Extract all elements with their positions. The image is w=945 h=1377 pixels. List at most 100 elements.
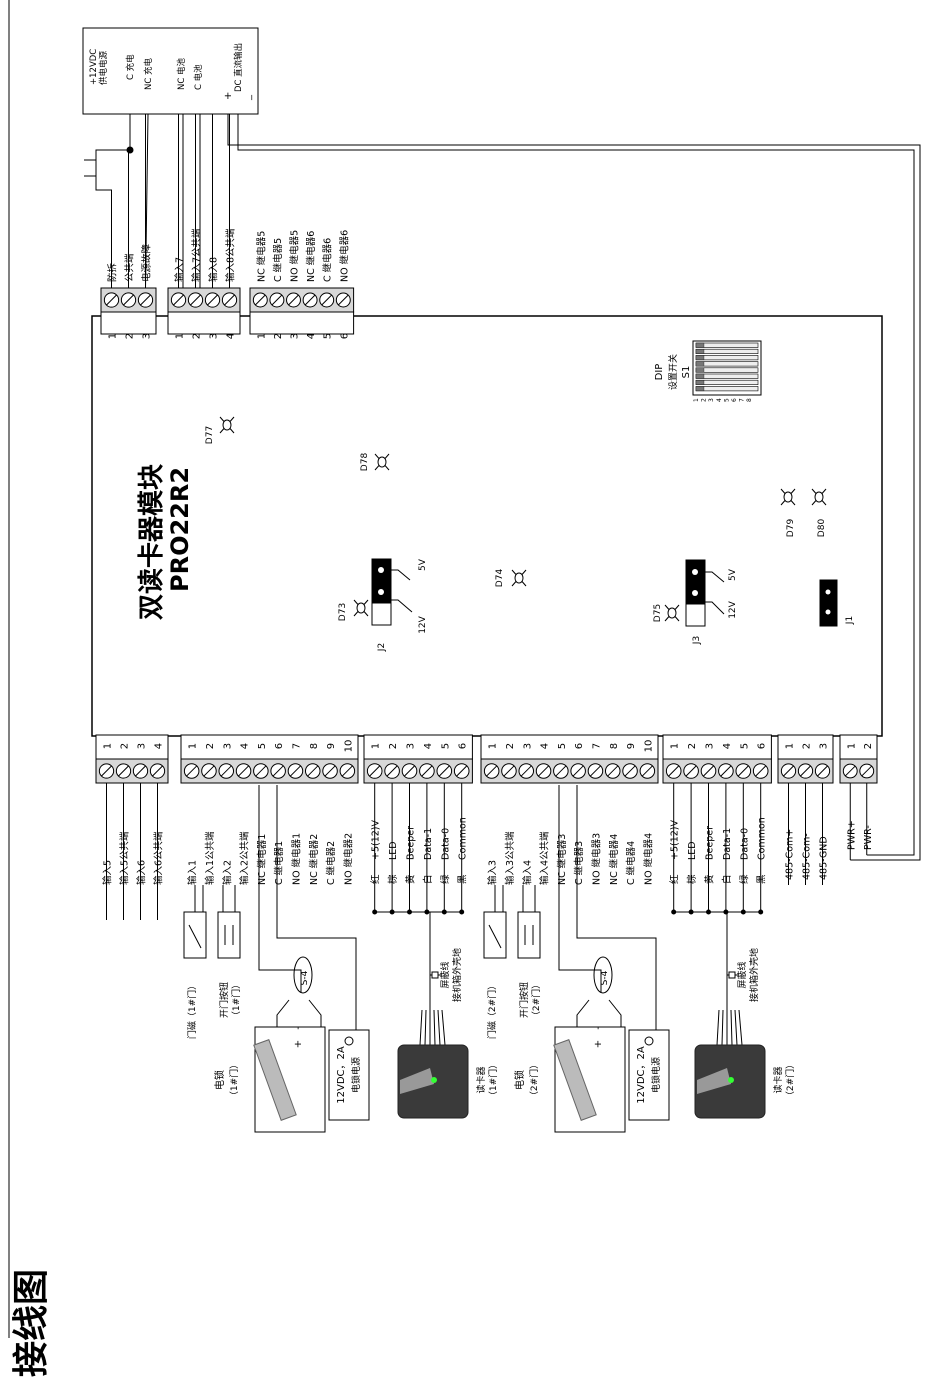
terminal-door2-screw-slot (486, 765, 498, 777)
pin-number: 1 (108, 333, 119, 339)
terminal-label: 输入5公共端 (119, 831, 131, 885)
terminal-label: Data-1 (423, 828, 434, 860)
lock-psu-label: 12VDC，2A (336, 1046, 347, 1104)
terminal-door2-screw-slot (589, 765, 601, 777)
terminal-reader1-screw-slot (369, 765, 381, 777)
lock-wire (308, 999, 322, 1027)
terminal-label: 485-GND (819, 836, 830, 880)
terminal-label: Beeper (705, 826, 716, 860)
lock-wire (576, 999, 590, 1027)
tamper-wire (84, 149, 129, 288)
diode (293, 956, 313, 994)
jumper-j3 (685, 559, 706, 605)
terminal-label: 公共端 (124, 253, 136, 282)
terminal-input56-screw-slot (118, 765, 129, 777)
terminal-input56-screw-slot (152, 765, 163, 777)
pin-number: 2 (120, 743, 131, 749)
psu-terminal (644, 1036, 654, 1046)
terminal-door2-screw-slot (555, 765, 567, 777)
electric-lock-image (253, 1039, 297, 1121)
jumper-j2-pin (371, 602, 392, 626)
pin-number: 2 (802, 743, 813, 749)
terminal-input78-screw-slot (190, 294, 201, 306)
pin-number: 1 (188, 743, 199, 749)
pin-number: 4 (226, 333, 237, 339)
pin-number: 3 (209, 333, 220, 339)
terminal-door2 (480, 734, 659, 784)
terminal-door2-screw-slot (520, 765, 532, 777)
card-reader-led (728, 1077, 734, 1083)
terminal-reader2-screw-slot (737, 765, 749, 777)
terminal-rs485-screw-slot (817, 765, 828, 777)
terminal-label: PWR+ (846, 820, 857, 850)
terminal-label: 输入2公共端 (239, 831, 251, 885)
dip-number: 8 (746, 398, 753, 402)
dip-label: DIP (654, 364, 665, 381)
psu-plus: + (223, 92, 234, 100)
pwr-minus-wire (237, 114, 915, 856)
board-title-cn: 双读卡器模块 (137, 464, 167, 620)
terminal-input56-pin-row (95, 734, 169, 760)
terminal-label: Common (757, 817, 768, 860)
reader-fan-wire (734, 1009, 738, 1046)
pin-number: 4 (540, 743, 551, 749)
terminal-label: 防拆 (107, 262, 119, 282)
terminal-label: 输入4 (521, 860, 533, 885)
dip-switch-lever (695, 355, 759, 361)
dip-switch-knob (695, 386, 705, 392)
j3-12v-label: 12V (728, 600, 738, 618)
led-body (356, 602, 366, 614)
shield-label: 接机箱外壳地 (451, 948, 463, 1002)
terminal-label: NO 继电器6 (338, 230, 350, 282)
terminal-rs485-screw-slot (783, 765, 794, 777)
terminal-label: NC 继电器2 (308, 834, 320, 885)
led-body (514, 572, 524, 584)
pin-number: 2 (273, 333, 284, 339)
terminal-relay56-screw-slot (254, 294, 266, 306)
pin-number: 1 (103, 743, 114, 749)
pin-number: 1 (488, 743, 499, 749)
wire-color-label: 棕 (387, 874, 399, 884)
card-reader-shine (400, 1068, 434, 1094)
relay-wire (558, 785, 602, 993)
psu-terminal (344, 1036, 354, 1046)
led-body (814, 491, 824, 503)
led-body (222, 419, 232, 431)
dip-label: 设置开关 (667, 354, 679, 390)
terminal-reader1-screw-slot (421, 765, 433, 777)
pin-number: 3 (406, 743, 417, 749)
j2-12v-pointer (391, 599, 413, 613)
j3-5v-label: 5V (728, 568, 738, 581)
reader-fan-wire (419, 1009, 423, 1046)
terminal-pwr (839, 734, 878, 784)
psu-label: NC 电池 (176, 58, 187, 90)
terminal-label: NC 继电器1 (256, 834, 268, 885)
psu-label: C 电池 (193, 64, 204, 90)
terminal-door1-screw-slot (220, 765, 232, 777)
terminal-label: NC 继电器5 (255, 231, 267, 282)
relay-wire (276, 785, 357, 1030)
dip-switch-knob (695, 380, 705, 385)
pin-number: 3 (705, 743, 716, 749)
lock-plus: + (593, 1040, 604, 1048)
terminal-door1-screw-slot (289, 765, 301, 777)
dip-number: 1 (693, 398, 700, 402)
jumper-pin (825, 589, 831, 595)
terminal-relay56-screw-slot (304, 294, 316, 306)
jumper-pin (692, 590, 698, 596)
terminal-label: NC 继电器4 (608, 834, 620, 885)
dip-switch-lever (695, 361, 759, 367)
terminal-label: PWR- (863, 825, 874, 850)
pin-number: 8 (609, 743, 620, 749)
dip-switch-knob (695, 355, 705, 361)
exit-button-label: 开门按钮 (518, 982, 530, 1018)
pin-number: 3 (290, 333, 301, 339)
pin-number: 2 (388, 743, 399, 749)
pin-number: 4 (423, 743, 434, 749)
door-sensor-label: 门磁（1#门） (186, 981, 198, 1039)
pin-number: 2 (863, 743, 874, 749)
pin-number: 5 (257, 743, 268, 749)
wire-color-label: 棕 (686, 874, 698, 884)
wire-color-label: 白 (422, 874, 434, 884)
dip-number: 7 (739, 398, 746, 402)
